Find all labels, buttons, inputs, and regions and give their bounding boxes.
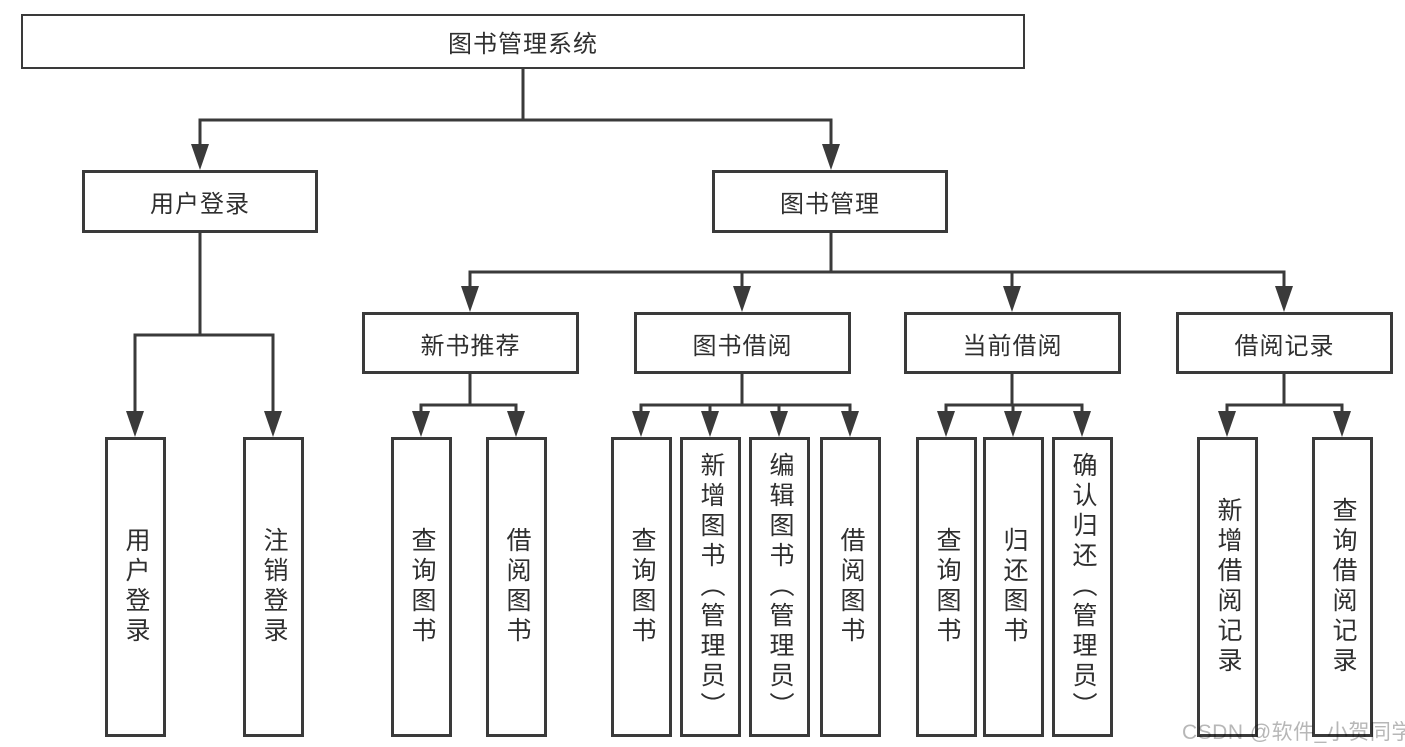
leaf-logout-label: 注销登录 [260, 527, 288, 647]
node-new-book-recommend: 新书推荐 [362, 312, 579, 374]
connector-arrowheads [126, 144, 1351, 437]
leaf-query-borrow-record-label: 查询借阅记录 [1329, 497, 1357, 677]
node-borrow-records: 借阅记录 [1176, 312, 1393, 374]
leaf-return-books-label: 归还图书 [1000, 527, 1028, 647]
leaf-user-login-label: 用户登录 [122, 527, 150, 647]
node-book-borrow: 图书借阅 [634, 312, 851, 374]
leaf-borrow-books-recommend-label: 借阅图书 [503, 527, 531, 647]
leaf-query-books-recommend-label: 查询图书 [408, 527, 436, 647]
leaf-add-borrow-record-label: 新增借阅记录 [1214, 497, 1242, 677]
leaf-query-books-borrow: 查询图书 [611, 437, 672, 737]
node-book-management: 图书管理 [712, 170, 948, 233]
node-library-system: 图书管理系统 [21, 14, 1025, 69]
leaf-edit-book-admin-label: 编辑图书（管理员） [766, 452, 794, 722]
leaf-confirm-return-admin-label: 确认归还（管理员） [1069, 452, 1097, 722]
leaf-add-borrow-record: 新增借阅记录 [1197, 437, 1258, 737]
leaf-query-books-recommend: 查询图书 [391, 437, 452, 737]
node-user-login: 用户登录 [82, 170, 318, 233]
leaf-edit-book-admin: 编辑图书（管理员） [749, 437, 810, 737]
leaf-logout: 注销登录 [243, 437, 304, 737]
leaf-return-books: 归还图书 [983, 437, 1044, 737]
leaf-add-book-admin: 新增图书（管理员） [680, 437, 741, 737]
leaf-confirm-return-admin: 确认归还（管理员） [1052, 437, 1113, 737]
csdn-watermark: CSDN @软件_小贺同学 [1182, 721, 1405, 744]
leaf-borrow-books-label: 借阅图书 [837, 527, 865, 647]
leaf-query-books-current-label: 查询图书 [933, 527, 961, 647]
leaf-borrow-books-recommend: 借阅图书 [486, 437, 547, 737]
leaf-query-books-current: 查询图书 [916, 437, 977, 737]
node-current-borrow: 当前借阅 [904, 312, 1121, 374]
leaf-query-borrow-record: 查询借阅记录 [1312, 437, 1373, 737]
leaf-user-login: 用户登录 [105, 437, 166, 737]
leaf-add-book-admin-label: 新增图书（管理员） [697, 452, 725, 722]
leaf-borrow-books: 借阅图书 [820, 437, 881, 737]
leaf-query-books-borrow-label: 查询图书 [628, 527, 656, 647]
